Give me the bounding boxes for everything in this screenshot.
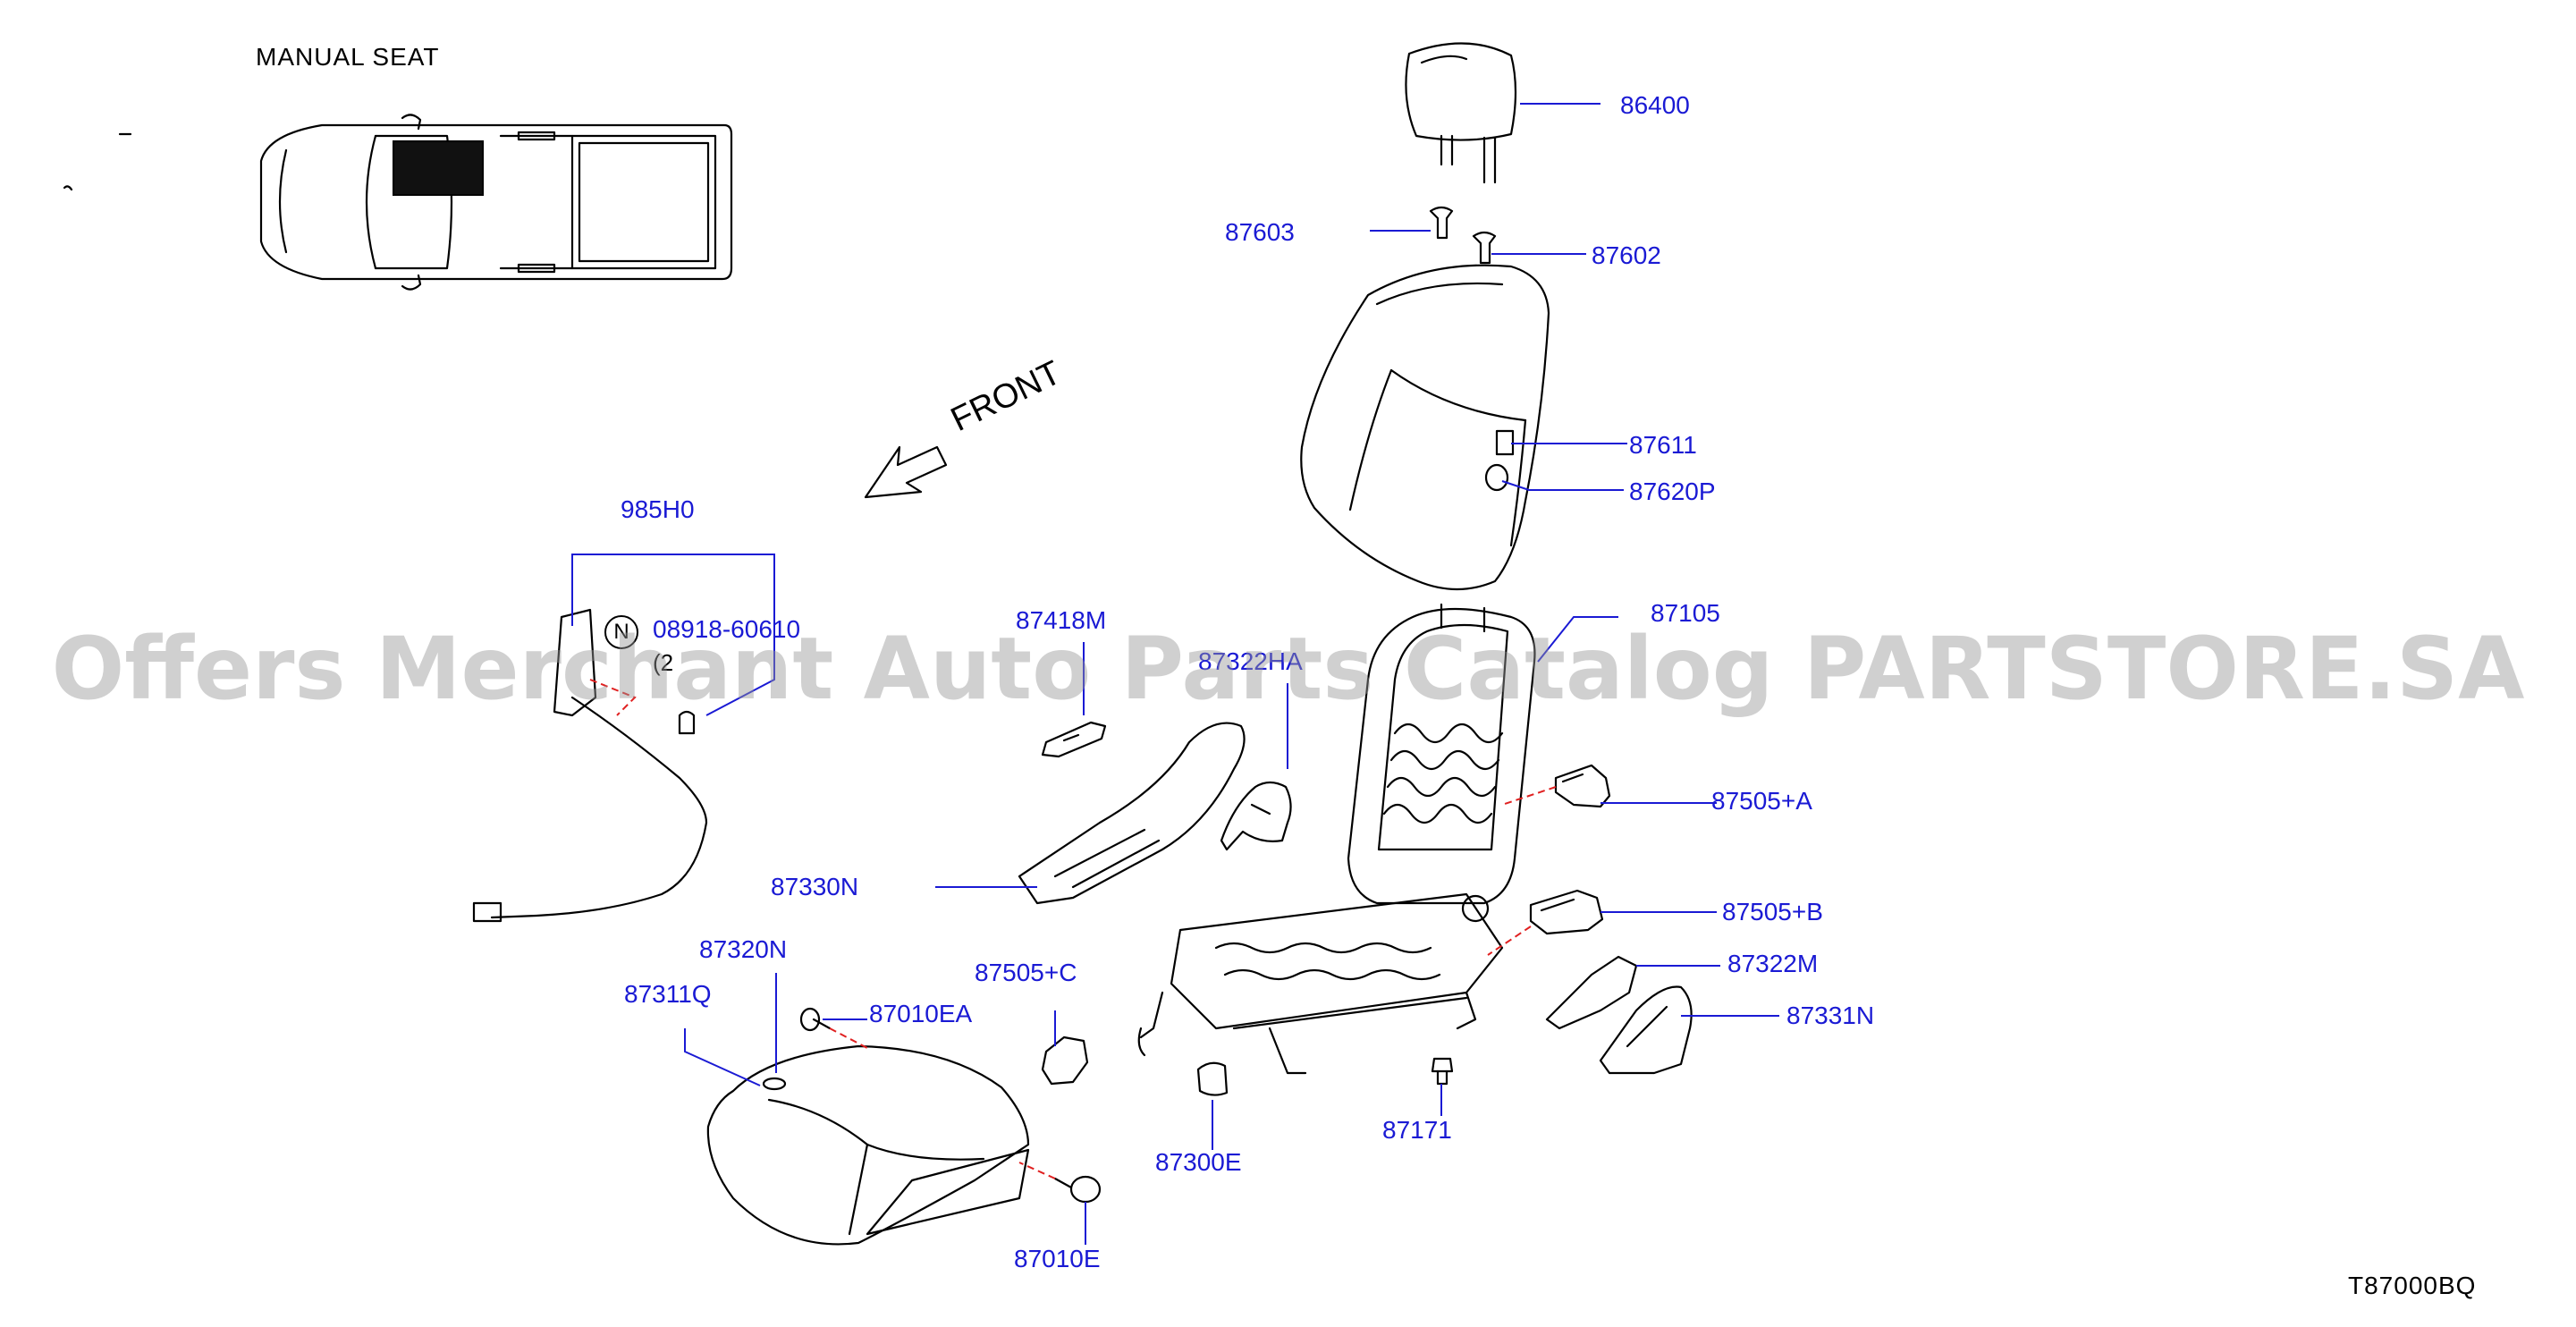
lever-drawing	[1041, 721, 1107, 758]
part-label-cushion-pad[interactable]: 87320N	[699, 935, 788, 963]
note-quantity: (2	[653, 649, 674, 676]
part-label-finisher-inner-top[interactable]: 87322HA	[1198, 647, 1303, 675]
part-label-headrest[interactable]: 86400	[1620, 91, 1690, 119]
outer-finisher-front-drawing	[1018, 722, 1246, 905]
part-label-label-b[interactable]: 87620P	[1629, 478, 1716, 505]
seat-frame-drawing	[1137, 603, 1536, 1075]
cover-b-drawing	[1554, 764, 1611, 808]
leader-lines	[571, 103, 1779, 1245]
part-label-clip-a[interactable]: 87010EA	[869, 1000, 973, 1027]
part-label-cushion-cover-clip[interactable]: 87300E	[1155, 1148, 1242, 1176]
vehicle-top-view	[63, 114, 733, 291]
part-label-finisher-inner-rear[interactable]: 87331N	[1786, 1002, 1875, 1029]
inner-finisher-top-drawing	[1220, 781, 1292, 851]
part-label-cover-b[interactable]: 87505+A	[1711, 787, 1812, 815]
front-arrow	[864, 445, 948, 499]
part-label-harness[interactable]: 985H0	[621, 495, 695, 523]
headrest-drawing	[1405, 42, 1517, 184]
part-label-cover-a[interactable]: 87505+B	[1722, 898, 1823, 926]
diagram-heading: MANUAL SEAT	[256, 43, 440, 71]
diagram-code: T87000BQ	[2348, 1272, 2477, 1299]
part-label-finisher-outer-rear[interactable]: 87322M	[1727, 950, 1819, 977]
part-label-cushion-trim[interactable]: 87311Q	[624, 980, 712, 1008]
inner-finisher-rear-drawing	[1599, 985, 1693, 1075]
cover-a-drawing	[1529, 889, 1604, 935]
clip-b-drawing	[1053, 1175, 1102, 1204]
harness-drawing	[472, 608, 708, 923]
part-label-finisher-outer-front[interactable]: 87330N	[771, 873, 859, 900]
part-label-clip-b[interactable]: 87010E	[1014, 1245, 1101, 1272]
cover-c-drawing	[1041, 1035, 1089, 1086]
part-label-lever[interactable]: 87418M	[1016, 606, 1107, 634]
seat-cushion-drawing	[706, 1044, 1030, 1246]
part-label-cover-c[interactable]: 87505+C	[975, 959, 1077, 986]
headrest-guide-drawings	[1429, 206, 1497, 265]
seat-back-drawing	[1300, 264, 1550, 591]
part-label-back-frame[interactable]: 87105	[1651, 599, 1720, 627]
note-symbol: N	[604, 615, 638, 649]
part-label-bolt[interactable]: 87171	[1382, 1116, 1452, 1144]
part-label-harness-bolt[interactable]: 08918-60610	[653, 615, 801, 643]
part-label-label-a[interactable]: 87611	[1629, 431, 1697, 459]
part-label-headrest-guide-a[interactable]: 87603	[1225, 218, 1295, 246]
part-label-headrest-guide-b[interactable]: 87602	[1592, 241, 1661, 269]
bolt-drawing	[1431, 1057, 1454, 1086]
clip-a-drawing	[799, 1007, 832, 1032]
outer-finisher-rear-drawing	[1545, 955, 1638, 1030]
cushion-cover-clip-drawing	[1196, 1061, 1229, 1096]
assembly-dashed-lines	[589, 679, 1557, 1179]
